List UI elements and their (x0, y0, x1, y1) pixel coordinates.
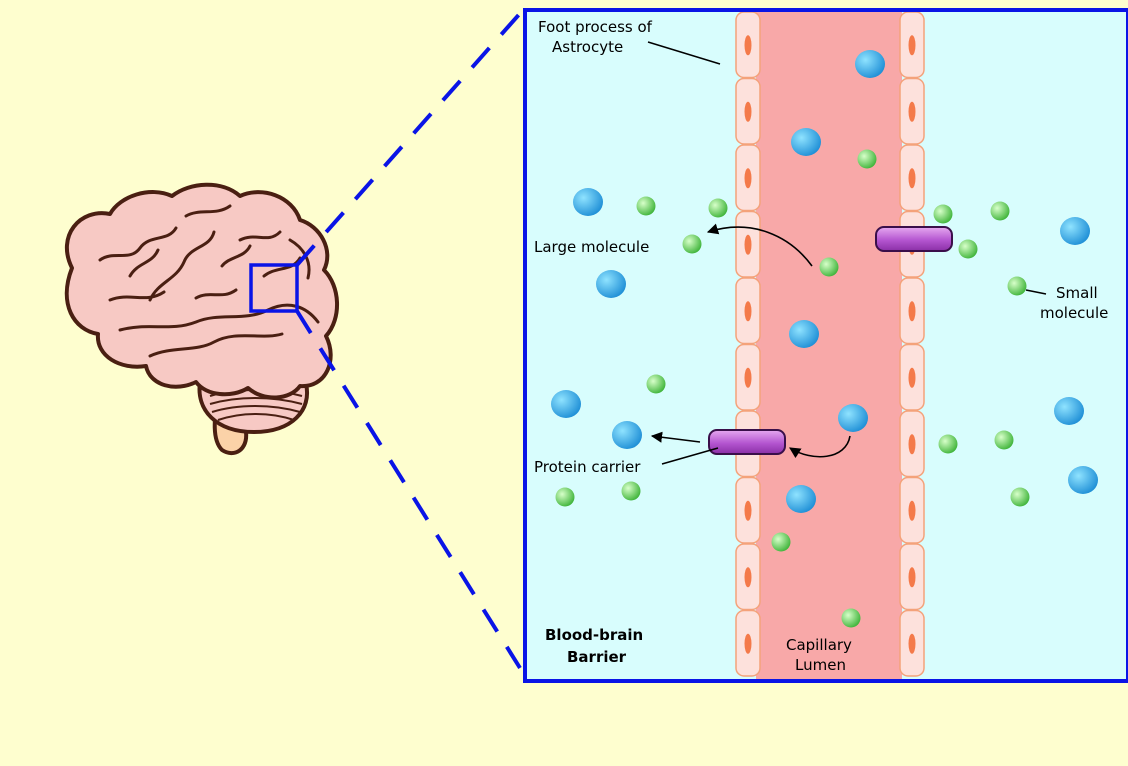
small-molecule (556, 488, 575, 507)
large-molecule (789, 320, 819, 348)
cell-nucleus (745, 35, 752, 55)
cell-nucleus (745, 235, 752, 255)
label-large-molecule: Large molecule (534, 238, 649, 256)
label-small-molecule-line2: molecule (1040, 304, 1108, 322)
zoom-line-bottom (297, 311, 520, 668)
cell-nucleus (909, 168, 916, 188)
cell-nucleus (909, 434, 916, 454)
zoom-line-top (297, 10, 523, 265)
small-molecule (820, 258, 839, 277)
small-molecule (934, 205, 953, 224)
zoom-connector-lines (297, 10, 523, 668)
cell-nucleus (909, 501, 916, 521)
cell-nucleus (745, 501, 752, 521)
label-bbb-line1: Blood-brain (545, 626, 643, 644)
small-molecule (647, 375, 666, 394)
small-molecule (1011, 488, 1030, 507)
brain-illustration (67, 185, 337, 453)
cell-nucleus (909, 567, 916, 587)
cell-nucleus (745, 634, 752, 654)
small-molecule (622, 482, 641, 501)
large-molecule (1068, 466, 1098, 494)
small-molecule (858, 150, 877, 169)
cell-nucleus (909, 634, 916, 654)
large-molecule (551, 390, 581, 418)
small-molecule (637, 197, 656, 216)
large-molecule (786, 485, 816, 513)
label-protein-carrier: Protein carrier (534, 458, 641, 476)
cell-nucleus (745, 168, 752, 188)
small-molecule (995, 431, 1014, 450)
small-molecule (709, 199, 728, 218)
large-molecule (612, 421, 642, 449)
protein-carrier-lower (709, 430, 785, 454)
large-molecule (573, 188, 603, 216)
label-lumen-line2: Lumen (795, 656, 846, 674)
large-molecule (838, 404, 868, 432)
label-small-molecule-line1: Small (1056, 284, 1098, 302)
label-bbb-line2: Barrier (567, 648, 627, 666)
cell-nucleus (745, 102, 752, 122)
large-molecule (596, 270, 626, 298)
small-molecule (991, 202, 1010, 221)
small-molecule (842, 609, 861, 628)
cell-nucleus (745, 301, 752, 321)
large-molecule (1060, 217, 1090, 245)
large-molecule (855, 50, 885, 78)
small-molecule (939, 435, 958, 454)
small-molecule (772, 533, 791, 552)
large-molecule (791, 128, 821, 156)
label-lumen-line1: Capillary (786, 636, 852, 654)
small-molecule (959, 240, 978, 259)
cell-nucleus (909, 368, 916, 388)
label-foot-process-line2: Astrocyte (552, 38, 623, 56)
large-molecule (1054, 397, 1084, 425)
label-foot-process-line1: Foot process of (538, 18, 653, 36)
small-molecule (683, 235, 702, 254)
cell-nucleus (745, 567, 752, 587)
cell-nucleus (909, 301, 916, 321)
cell-nucleus (909, 35, 916, 55)
capillary-lumen (756, 10, 902, 681)
zoomed-panel: Foot process of Astrocyte Large molecule… (525, 10, 1128, 681)
protein-carrier-upper (876, 227, 952, 251)
cell-nucleus (909, 102, 916, 122)
cell-nucleus (745, 368, 752, 388)
small-molecule (1008, 277, 1027, 296)
